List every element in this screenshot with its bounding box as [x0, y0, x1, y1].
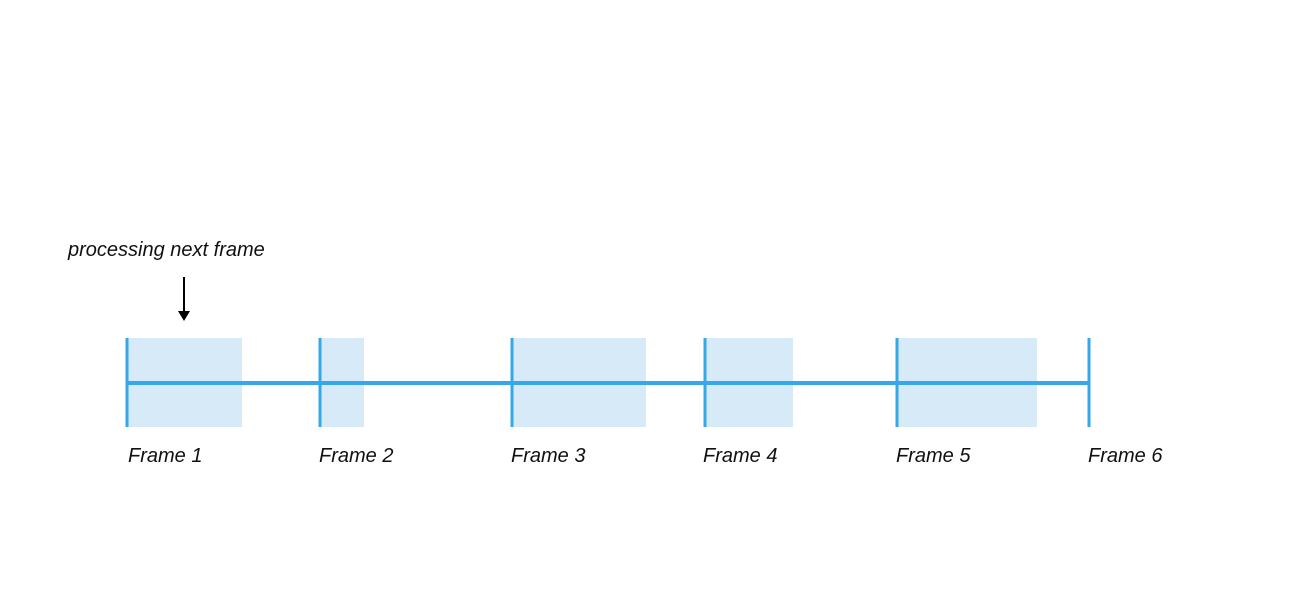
down-arrow-icon	[174, 277, 194, 327]
frame-label-2: Frame 2	[319, 445, 394, 467]
frame-label-3: Frame 3	[511, 445, 586, 467]
annotation-label-processing-next-frame: processing next frame	[68, 239, 265, 261]
frame-label-5: Frame 5	[896, 445, 971, 467]
frame-label-4: Frame 4	[703, 445, 778, 467]
frame-label-6: Frame 6	[1088, 445, 1163, 467]
frame-label-1: Frame 1	[128, 445, 203, 467]
